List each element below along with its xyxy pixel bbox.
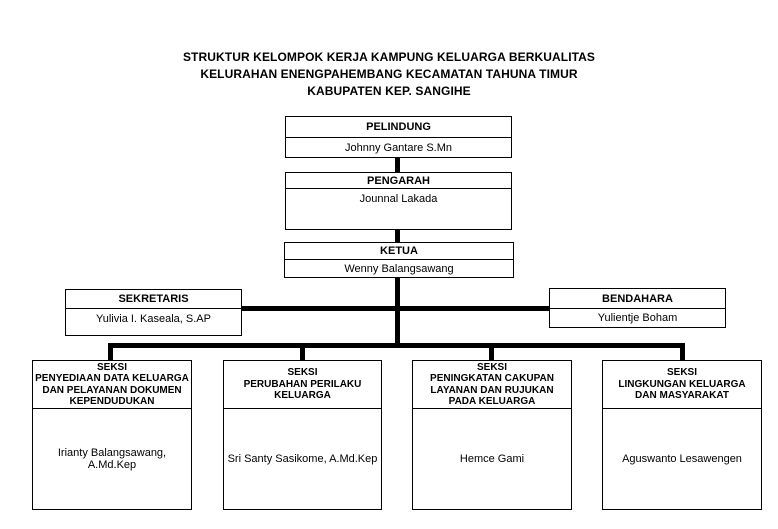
ketua-role-label: KETUA: [285, 243, 513, 260]
pengarah-role-label: PENGARAH: [286, 173, 511, 189]
bendahara-name: Yulientje Boham: [597, 312, 678, 324]
seksi-2-name: Sri Santy Sasikome, A.Md.Kep: [227, 453, 378, 465]
page-title: STRUKTUR KELOMPOK KERJA KAMPUNG KELUARGA…: [182, 50, 596, 98]
connector-drop-seksi-3: [489, 346, 494, 361]
connector-drop-seksi-1: [108, 346, 113, 361]
seksi-1-box: SEKSI PENYEDIAAN DATA KELUARGA DAN PELAY…: [32, 360, 192, 510]
pelindung-box: PELINDUNG Johnny Gantare S.Mn: [285, 116, 512, 158]
seksi-4-box: SEKSI LINGKUNGAN KELUARGA DAN MASYARAKAT…: [602, 360, 762, 510]
bendahara-role-label: BENDAHARA: [550, 289, 725, 309]
connector-pelindung-pengarah: [395, 157, 400, 173]
connector-drop-seksi-2: [300, 346, 305, 361]
connector-sekretaris-bendahara: [241, 306, 550, 311]
connector-ketua-trunk: [395, 277, 400, 347]
ketua-box: KETUA Wenny Balangsawang: [284, 242, 514, 278]
pengarah-name: Jounnal Lakada: [359, 193, 438, 205]
pelindung-name: Johnny Gantare S.Mn: [344, 141, 452, 154]
pengarah-box: PENGARAH Jounnal Lakada: [285, 172, 512, 230]
sekretaris-name: Yulivia I. Kaseala, S.AP: [96, 313, 211, 325]
seksi-4-name: Aguswanto Lesawengen: [622, 453, 742, 465]
seksi-3-name: Hemce Gami: [459, 453, 525, 465]
sekretaris-box: SEKRETARIS Yulivia I. Kaseala, S.AP: [65, 289, 242, 336]
seksi-1-role-label: SEKSI PENYEDIAAN DATA KELUARGA DAN PELAY…: [33, 361, 191, 409]
seksi-3-box: SEKSI PENINGKATAN CAKUPAN LAYANAN DAN RU…: [412, 360, 572, 510]
bendahara-box: BENDAHARA Yulientje Boham: [549, 288, 726, 328]
seksi-2-role-label: SEKSI PERUBAHAN PERILAKU KELUARGA: [224, 361, 381, 409]
seksi-4-role-label: SEKSI LINGKUNGAN KELUARGA DAN MASYARAKAT: [603, 361, 761, 409]
seksi-3-role-label: SEKSI PENINGKATAN CAKUPAN LAYANAN DAN RU…: [413, 361, 571, 409]
seksi-1-name: Irianty Balangsawang, A.Md.Kep: [57, 447, 167, 471]
connector-seksi-rail: [108, 343, 685, 348]
ketua-name: Wenny Balangsawang: [344, 262, 454, 275]
pelindung-role-label: PELINDUNG: [286, 117, 511, 138]
connector-pengarah-ketua: [395, 229, 400, 243]
connector-drop-seksi-4: [680, 343, 685, 361]
seksi-2-box: SEKSI PERUBAHAN PERILAKU KELUARGA Sri Sa…: [223, 360, 382, 510]
sekretaris-role-label: SEKRETARIS: [66, 290, 241, 309]
